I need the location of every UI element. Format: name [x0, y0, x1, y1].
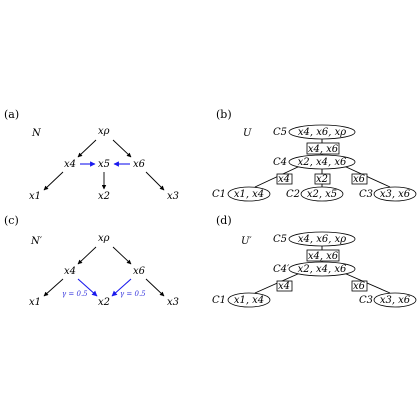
edge-x6-x2-reticulation: [111, 278, 132, 297]
panel-d-label: (d): [216, 214, 232, 227]
panel-a-label: (a): [4, 108, 19, 121]
panel-b-label: (b): [216, 108, 232, 121]
edge-x4-x1: [43, 278, 64, 297]
panel-b: (b) U C5 x4, x6, xρ x4, x6 C4 x2, x4, x6…: [212, 108, 417, 202]
separator-x4-x6: [306, 142, 340, 155]
node-x4: x4: [64, 266, 76, 277]
node-x5: x5: [98, 159, 110, 170]
node-x1: x1: [29, 297, 41, 308]
panel-c-label: (c): [4, 214, 19, 227]
separator-x4-x6-label: x4, x6: [308, 144, 339, 155]
edge-x6-x3: [145, 171, 165, 191]
node-x2: x2: [98, 191, 110, 202]
node-x3: x3: [167, 191, 179, 202]
node-xrho: xρ: [98, 126, 110, 137]
separator-x6: [351, 280, 368, 292]
separator-x6: [351, 173, 368, 185]
edge-xrho-x6: [112, 246, 132, 265]
clique-c5-content: x4, x6, xρ: [298, 234, 346, 245]
clique-c3: [373, 292, 417, 308]
panel-a: (a) N xρ x4 x5 x6 x1 x2 x3: [4, 108, 179, 202]
clique-c4prime-content: x2, x4, x6: [298, 264, 347, 275]
clique-c4prime-name: C4′: [273, 264, 290, 275]
junction-tree-u-title: U: [243, 128, 252, 139]
edge-x6-x3: [145, 278, 165, 297]
separator-x4-x6-label: x4, x6: [308, 251, 339, 262]
node-x6: x6: [133, 159, 146, 170]
node-x6: x6: [133, 266, 146, 277]
node-x2: x2: [98, 297, 110, 308]
edge-xrho-x6: [112, 139, 132, 158]
clique-c5: [288, 124, 356, 140]
clique-c1-content: x1, x4: [234, 189, 264, 200]
edge-xrho-x4: [77, 246, 97, 265]
clique-c2-name: C2: [286, 189, 300, 200]
clique-c1-content: x1, x4: [234, 295, 264, 306]
separator-x2-label: x2: [316, 174, 328, 185]
clique-c4-content: x2, x4, x6: [298, 157, 347, 168]
clique-c3-content: x3, x6: [380, 295, 411, 306]
separator-x2: [314, 173, 331, 185]
edge-x4-x1: [43, 171, 64, 191]
clique-c4: [288, 154, 356, 170]
clique-c4-name: C4: [273, 157, 287, 168]
clique-c1-name: C1: [212, 189, 226, 200]
clique-c5-name: C5: [273, 127, 287, 138]
node-xrho: xρ: [98, 233, 110, 244]
clique-c1: [227, 186, 271, 202]
clique-c3: [373, 186, 417, 202]
separator-x4: [276, 280, 293, 292]
clique-c2-content: x2, x5: [307, 189, 337, 200]
separator-x6-label: x6: [353, 281, 366, 292]
clique-c5-name: C5: [273, 234, 287, 245]
clique-c1: [227, 292, 271, 308]
edge-xrho-x4: [77, 139, 97, 158]
separator-x4-label: x4: [278, 281, 290, 292]
clique-c3-name: C3: [359, 295, 373, 306]
clique-c1-name: C1: [212, 295, 226, 306]
node-x4: x4: [64, 159, 76, 170]
clique-c5-content: x4, x6, xρ: [298, 127, 346, 138]
node-x1: x1: [29, 191, 41, 202]
node-x3: x3: [167, 297, 179, 308]
clique-c2: [300, 186, 344, 202]
separator-x4-label: x4: [278, 174, 290, 185]
edge-x4-x2-reticulation: [77, 278, 98, 297]
separator-x4: [276, 173, 293, 185]
gamma-right-label: γ = 0.5: [120, 290, 146, 298]
panel-d: (d) U′ C5 x4, x6, xρ x4, x6 C4′ x2, x4, …: [212, 214, 417, 308]
junction-tree-u-prime-title: U′: [241, 236, 252, 247]
separator-x6-label: x6: [353, 174, 366, 185]
clique-c3-content: x3, x6: [380, 189, 411, 200]
network-n-prime-title: N′: [30, 236, 43, 247]
network-n-title: N: [31, 128, 42, 139]
separator-x4-x6: [306, 249, 340, 262]
gamma-left-label: γ = 0.5: [62, 290, 88, 298]
clique-c3-name: C3: [359, 189, 373, 200]
clique-c5: [288, 231, 356, 247]
clique-c4prime: [288, 261, 356, 277]
panel-c: (c) N′ xρ x4 x6 x1 x2 x3 γ = 0.5 γ = 0.5: [4, 214, 179, 308]
